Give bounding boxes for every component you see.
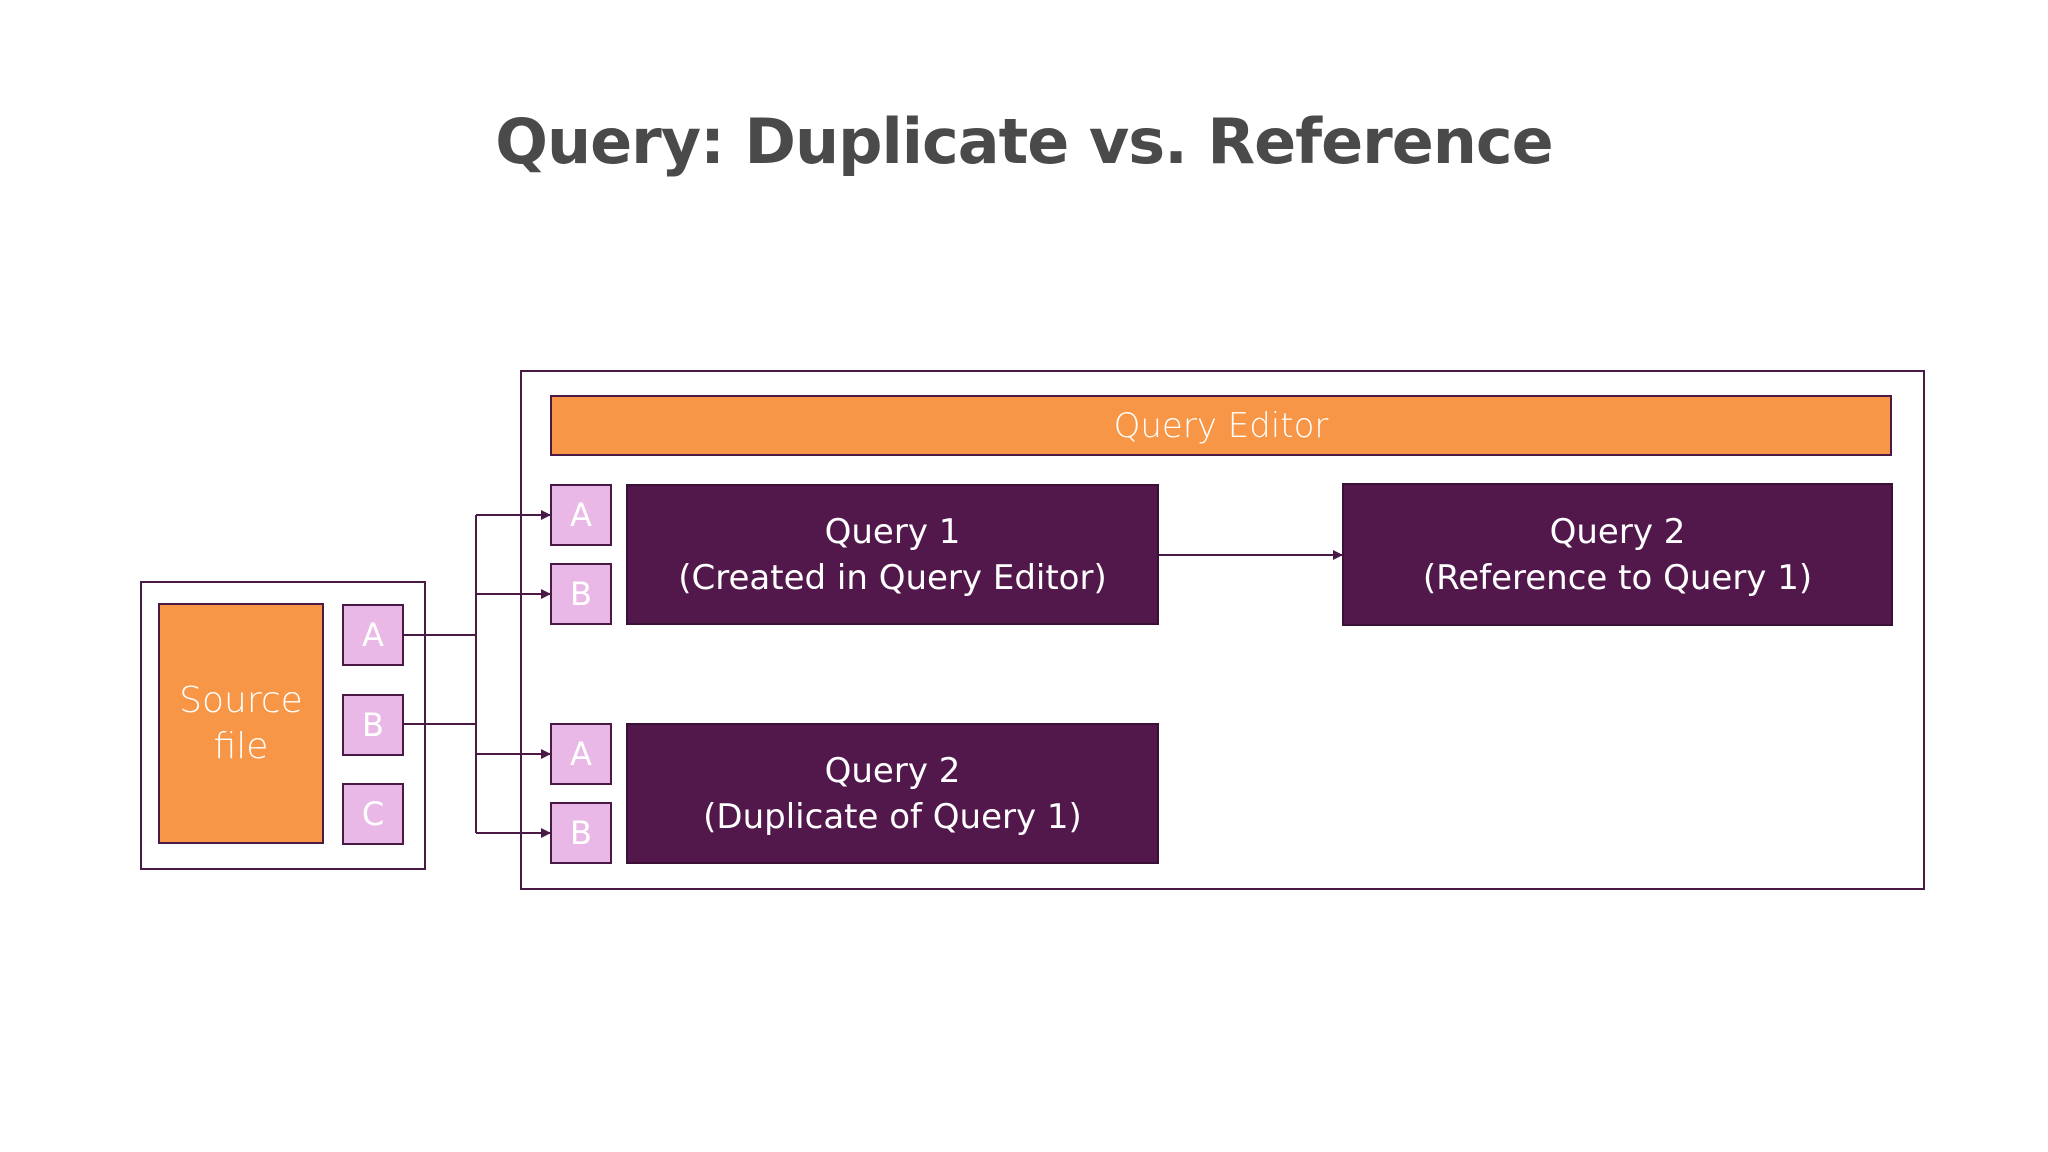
source-column-a: A (342, 604, 404, 666)
source-file-box: Source file (158, 603, 324, 844)
query1-column-a: A (550, 484, 612, 546)
query2-reference-box: Query 2 (Reference to Query 1) (1342, 483, 1893, 626)
query2-duplicate-subtitle: (Duplicate of Query 1) (703, 796, 1082, 837)
query-editor-header: Query Editor (550, 395, 1892, 456)
query2-duplicate-column-b: B (550, 802, 612, 864)
query2-duplicate-title: Query 2 (824, 750, 961, 791)
source-file-label-line2: file (213, 725, 269, 767)
source-column-c: C (342, 783, 404, 845)
query1-box: Query 1 (Created in Query Editor) (626, 484, 1159, 625)
query2-reference-title: Query 2 (1549, 511, 1686, 552)
slide-title: Query: Duplicate vs. Reference (495, 105, 1553, 178)
source-column-b: B (342, 694, 404, 756)
query2-duplicate-box: Query 2 (Duplicate of Query 1) (626, 723, 1159, 864)
query2-duplicate-column-a: A (550, 723, 612, 785)
query1-subtitle: (Created in Query Editor) (678, 557, 1107, 598)
query2-reference-subtitle: (Reference to Query 1) (1422, 557, 1813, 598)
source-file-frame (140, 581, 426, 870)
query1-title: Query 1 (824, 511, 961, 552)
query-editor-frame (520, 370, 1925, 890)
source-file-label-line1: Source (179, 679, 303, 721)
query1-column-b: B (550, 563, 612, 625)
